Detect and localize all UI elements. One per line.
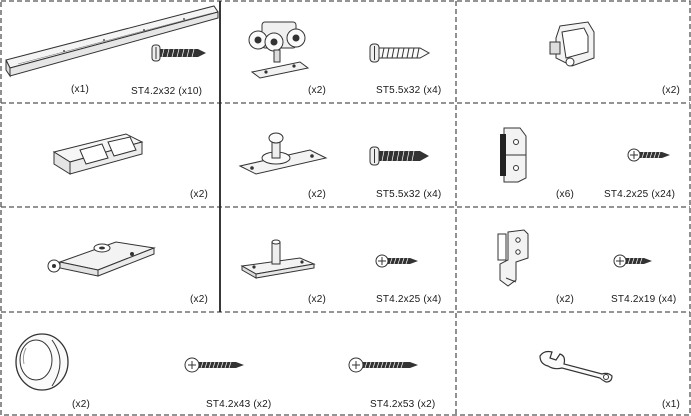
screw-st4-2x25-icon bbox=[375, 254, 418, 268]
bracket-plate-icon bbox=[238, 132, 328, 175]
track-screw-spec: ST4.2x32 (x10) bbox=[131, 86, 203, 97]
roller-hanger-screw-spec: ST5.5x32 (x4) bbox=[376, 85, 442, 96]
wrench-qty: (x1) bbox=[662, 399, 681, 410]
screw-st4-2x32-icon bbox=[151, 44, 206, 62]
screw-st4-2x25-icon bbox=[627, 148, 670, 162]
track-rail-icon bbox=[5, 5, 219, 78]
angle-bracket-screw-spec: ST4.2x19 (x4) bbox=[611, 294, 677, 305]
knob-icon bbox=[15, 333, 69, 391]
screw-st5-5x32-icon bbox=[369, 43, 431, 63]
pin-plate-icon bbox=[240, 239, 316, 279]
angle-bracket-icon bbox=[497, 229, 529, 287]
door-guide-icon bbox=[500, 127, 527, 183]
screw-st4-2x19-icon bbox=[613, 254, 652, 268]
long-screw-b-spec: ST4.2x53 (x2) bbox=[370, 399, 436, 410]
latch-plate-qty: (x2) bbox=[190, 294, 209, 305]
roller-hanger-icon bbox=[248, 21, 310, 79]
bracket-plate-qty: (x2) bbox=[308, 189, 327, 200]
bracket-plate-screw-spec: ST5.5x32 (x4) bbox=[376, 189, 442, 200]
wrench-icon bbox=[539, 350, 613, 383]
screw-st5-5x32-icon bbox=[369, 146, 429, 166]
pin-plate-screw-spec: ST4.2x25 (x4) bbox=[376, 294, 442, 305]
knob-qty: (x2) bbox=[72, 399, 91, 410]
stop-clip-qty: (x2) bbox=[662, 85, 681, 96]
stop-clip-icon bbox=[549, 21, 595, 67]
roller-hanger-qty: (x2) bbox=[308, 85, 327, 96]
angle-bracket-qty: (x2) bbox=[556, 294, 575, 305]
damper-qty: (x2) bbox=[190, 189, 209, 200]
screw-st4-2x53-icon bbox=[348, 357, 418, 373]
damper-icon bbox=[52, 133, 144, 175]
long-screw-a-spec: ST4.2x43 (x2) bbox=[206, 399, 272, 410]
track-qty: (x1) bbox=[71, 84, 90, 95]
pin-plate-qty: (x2) bbox=[308, 294, 327, 305]
screw-st4-2x43-icon bbox=[184, 357, 244, 373]
door-guide-qty: (x6) bbox=[556, 189, 575, 200]
latch-plate-icon bbox=[47, 241, 156, 277]
door-guide-screw-spec: ST4.2x25 (x24) bbox=[604, 189, 676, 200]
